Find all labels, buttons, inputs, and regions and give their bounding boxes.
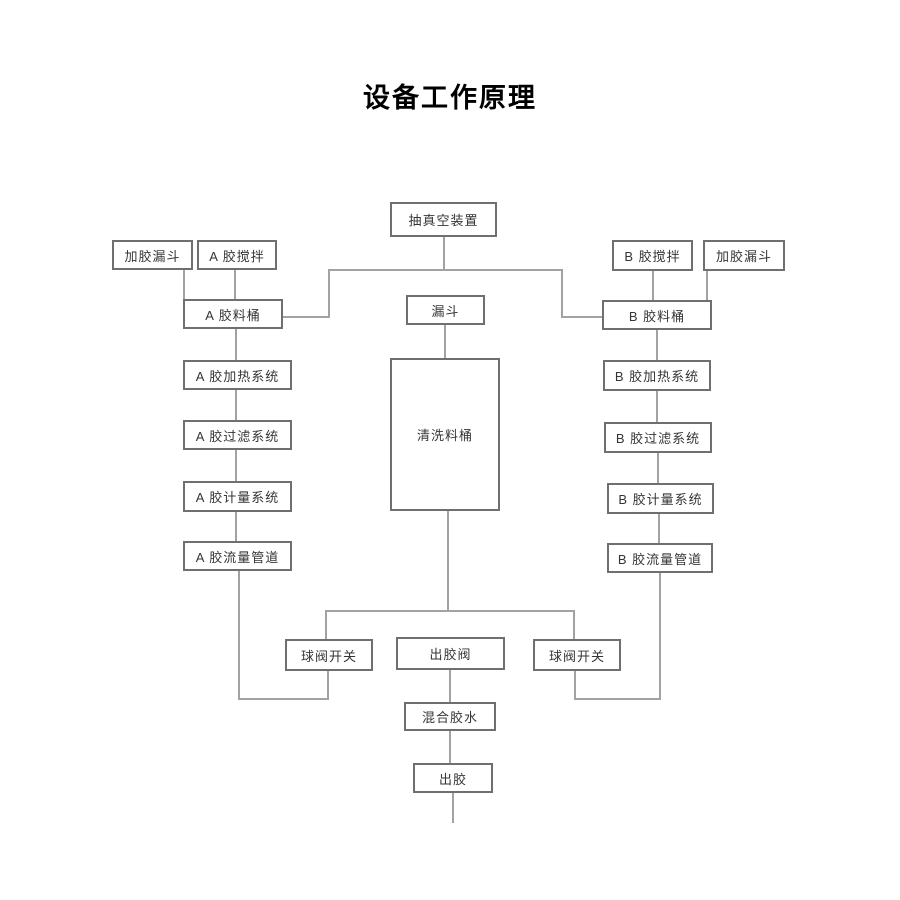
node-glue-outlet-valve: 出胶阀 [396,637,505,670]
connector-heat-a-filter-a [235,390,237,420]
node-b-glue-flow-pipe: B 胶流量管道 [607,543,713,573]
node-funnel: 漏斗 [406,295,485,325]
node-glue-add-funnel-right: 加胶漏斗 [703,240,785,271]
connector-funnel-cleanbarrel [444,325,446,358]
connector-funnel-b-down [706,271,708,300]
connector-vacuum-down [443,237,445,271]
connector-flow-b-down [659,573,661,700]
node-a-glue-heating-system: A 胶加热系统 [183,360,292,390]
connector-stir-b-down [652,271,654,300]
connector-down-valve-left [325,610,327,639]
node-b-glue-stir: B 胶搅拌 [612,240,693,271]
node-a-glue-metering-system: A 胶计量系统 [183,481,292,512]
connector-bottom-right-horiz [574,698,661,700]
connector-barrel-a-heat-a [235,329,237,360]
connector-filter-a-meter-a [235,450,237,481]
node-ball-valve-switch-right: 球阀开关 [533,639,621,671]
connector-into-barrel-a [283,316,330,318]
node-glue-out: 出胶 [413,763,493,793]
page-title: 设备工作原理 [363,83,537,113]
connector-cleanbarrel-down [447,511,449,610]
connector-stir-a-down [234,270,236,299]
connector-meter-a-flow-a [235,512,237,541]
connector-up-valve-right [574,671,576,700]
connector-filter-b-meter-b [657,453,659,483]
connector-meter-b-flow-b [658,514,660,543]
connector-down-valve-right [573,610,575,639]
node-ball-valve-switch-left: 球阀开关 [285,639,373,671]
connector-funnel-a-down [183,270,185,299]
connector-glueout-tail [452,793,454,823]
node-a-glue-filter-system: A 胶过滤系统 [183,420,292,450]
connector-barrel-b-heat-b [656,330,658,360]
node-glue-add-funnel-left: 加胶漏斗 [112,240,193,270]
node-b-glue-filter-system: B 胶过滤系统 [604,422,712,453]
node-cleaning-barrel: 清洗料桶 [390,358,500,511]
node-b-glue-barrel: B 胶料桶 [602,300,712,330]
node-a-glue-stir: A 胶搅拌 [197,240,277,270]
node-vacuum-device: 抽真空装置 [390,202,497,237]
connector-bottom-left-horiz [238,698,329,700]
node-mixed-glue: 混合胶水 [404,702,496,731]
connector-into-barrel-b [561,316,604,318]
connector-mixglue-glueout [449,731,451,763]
connector-heat-b-filter-b [656,391,658,422]
node-a-glue-flow-pipe: A 胶流量管道 [183,541,292,571]
connector-gluevalve-mixglue [449,670,451,702]
node-b-glue-heating-system: B 胶加热系统 [603,360,711,391]
node-b-glue-metering-system: B 胶计量系统 [607,483,714,514]
connector-vacuum-branch [328,269,563,271]
connector-up-valve-left [327,671,329,700]
connector-branch-left-down [328,269,330,318]
node-a-glue-barrel: A 胶料桶 [183,299,283,329]
connector-branch-right-down [561,269,563,318]
connector-flow-a-down [238,571,240,700]
connector-bottom-branch [325,610,575,612]
